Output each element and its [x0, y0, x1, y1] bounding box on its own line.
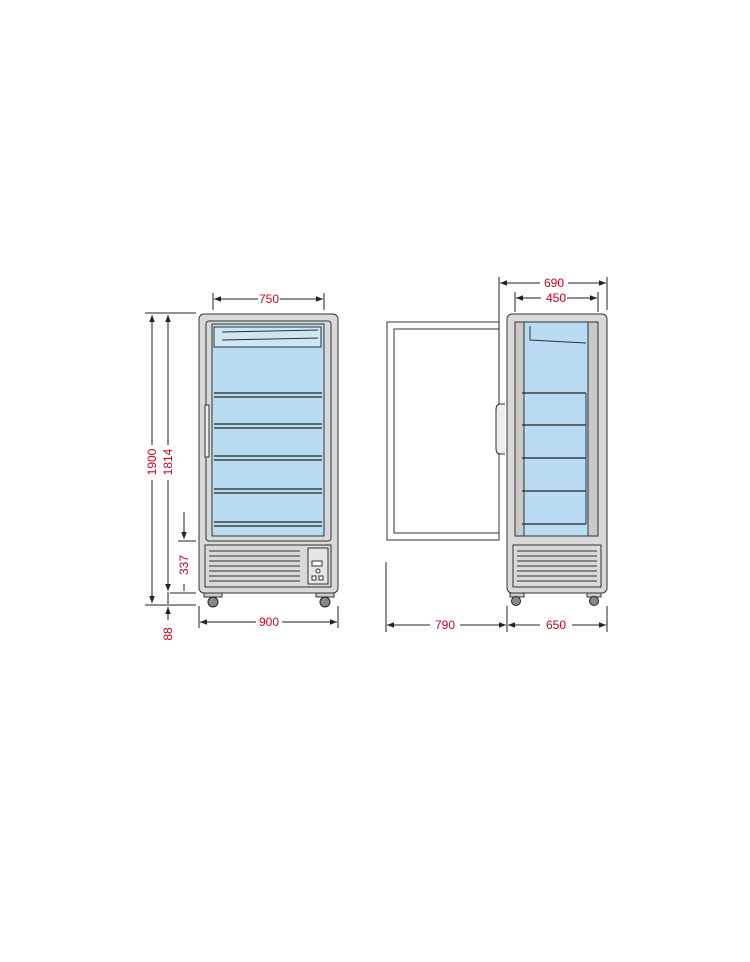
dim-1814-label: 1814 [161, 448, 175, 475]
dim-1900-label: 1900 [145, 448, 159, 475]
front-door-handle [204, 404, 210, 458]
dim-690-label: 690 [544, 276, 564, 290]
dim-88: 88 [161, 592, 175, 641]
open-door-outline [386, 321, 500, 541]
dim-450: 450 [514, 291, 599, 312]
dim-690: 690 [498, 276, 608, 400]
side-view: 690 450 790 650 [385, 276, 608, 632]
dim-650-label: 650 [546, 618, 566, 632]
side-glass-panel [523, 321, 589, 537]
dim-750-label: 750 [259, 292, 279, 306]
side-ventilation-grille [517, 550, 597, 582]
dim-900: 900 [198, 606, 339, 629]
side-door-handle [495, 403, 505, 455]
dim-900-label: 900 [259, 615, 279, 629]
dim-337-label: 337 [177, 555, 191, 575]
dim-450-label: 450 [546, 291, 566, 305]
front-casters [203, 592, 335, 608]
dim-750: 750 [212, 292, 325, 310]
front-shelves [214, 392, 322, 527]
dim-1814: 1814 [161, 315, 175, 591]
dim-88-label: 88 [161, 627, 175, 641]
side-shelves [522, 392, 587, 525]
dim-790: 790 [385, 562, 508, 632]
front-view: 750 900 1900 1814 337 [145, 292, 339, 641]
front-glass-panel [211, 323, 325, 537]
side-casters [509, 592, 602, 606]
dim-1900: 1900 [145, 315, 159, 603]
dim-790-label: 790 [435, 618, 455, 632]
front-ventilation-grille [209, 550, 300, 582]
dim-650: 650 [508, 606, 608, 632]
dim-337: 337 [177, 512, 191, 591]
